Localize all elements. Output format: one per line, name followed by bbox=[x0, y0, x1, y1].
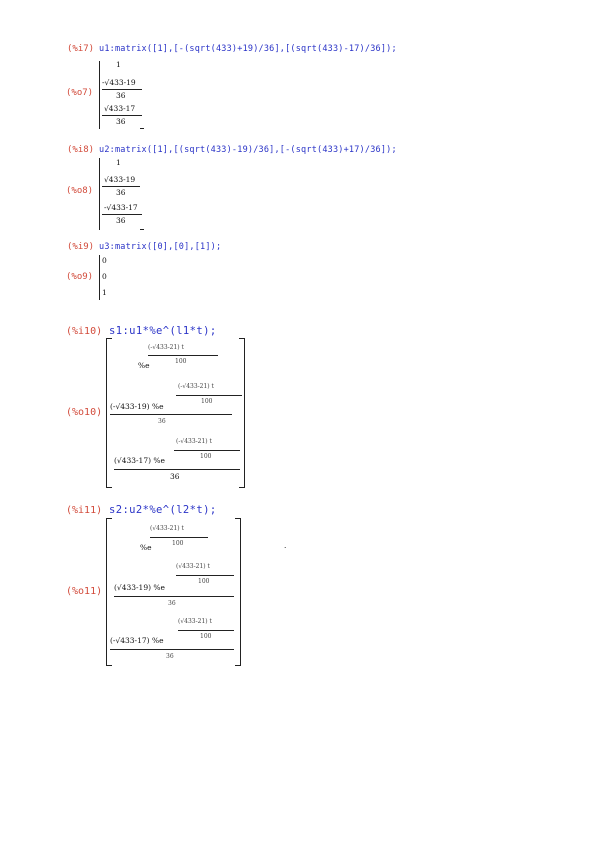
matrix-entry: 0 bbox=[102, 272, 107, 281]
matrix-right-bracket bbox=[235, 518, 241, 666]
input-command[interactable]: u2:matrix([1],[(sqrt(433)-19)/36],[-(sqr… bbox=[99, 145, 397, 155]
exponent-numerator: (√433-21) t bbox=[150, 525, 184, 532]
exponent-fraction-bar bbox=[148, 355, 218, 356]
fraction-denominator: 36 bbox=[116, 91, 126, 100]
fraction-bar bbox=[102, 115, 142, 116]
output-label: (%o9) bbox=[66, 272, 94, 282]
exponent-numerator: (√433-21) t bbox=[176, 563, 210, 570]
exponent-denominator: 100 bbox=[200, 453, 212, 460]
fraction-bar bbox=[110, 414, 232, 415]
input-command[interactable]: s2:u2*%e^(l2*t); bbox=[109, 504, 217, 516]
input-label: (%i11) bbox=[66, 505, 103, 516]
output-label: (%o10) bbox=[66, 407, 103, 418]
fraction-bar bbox=[114, 469, 240, 470]
coefficient-term: (-√433-19) %e bbox=[110, 402, 164, 411]
input-label: (%i7) bbox=[67, 44, 95, 54]
fraction-bar bbox=[102, 214, 142, 215]
fraction-bar bbox=[114, 596, 234, 597]
exponent-fraction-bar bbox=[174, 450, 240, 451]
fraction-bar bbox=[110, 649, 234, 650]
fraction-numerator: √433-19 bbox=[104, 175, 136, 184]
fraction-denominator: 36 bbox=[158, 418, 166, 425]
fraction-numerator: -√433-17 bbox=[104, 203, 138, 212]
matrix-left-bracket bbox=[106, 518, 112, 666]
matrix-left-bar bbox=[99, 61, 100, 129]
matrix-corner bbox=[140, 229, 144, 230]
exponent-denominator: 100 bbox=[200, 633, 212, 640]
input-label: (%i9) bbox=[67, 242, 95, 252]
fraction-numerator: √433-17 bbox=[104, 104, 136, 113]
exponent-numerator: (-√433-21) t bbox=[148, 344, 184, 351]
exponent-fraction-bar bbox=[176, 395, 242, 396]
exponent-numerator: (-√433-21) t bbox=[176, 438, 212, 445]
matrix-entry: 1 bbox=[116, 60, 121, 69]
stray-dot: · bbox=[284, 543, 287, 552]
fraction-numerator: -√433-19 bbox=[102, 78, 136, 87]
coefficient-term: (√433-19) %e bbox=[114, 583, 165, 592]
exponent-denominator: 100 bbox=[198, 578, 210, 585]
coefficient-term: (√433-17) %e bbox=[114, 456, 165, 465]
exponent-fraction-bar bbox=[176, 575, 234, 576]
output-label: (%o11) bbox=[66, 586, 103, 597]
matrix-left-bar bbox=[99, 255, 100, 300]
fraction-denominator: 36 bbox=[116, 117, 126, 126]
input-label: (%i8) bbox=[67, 145, 95, 155]
fraction-denominator: 36 bbox=[116, 188, 126, 197]
exponent-numerator: (-√433-21) t bbox=[178, 383, 214, 390]
fraction-bar bbox=[102, 186, 140, 187]
input-command[interactable]: u1:matrix([1],[-(sqrt(433)+19)/36],[(sqr… bbox=[99, 44, 397, 54]
exponential-base: %e bbox=[138, 361, 150, 370]
matrix-left-bracket bbox=[106, 338, 112, 488]
output-label: (%o8) bbox=[66, 186, 94, 196]
input-command[interactable]: u3:matrix([0],[0],[1]); bbox=[99, 242, 222, 252]
matrix-entry: 1 bbox=[116, 158, 121, 167]
input-label: (%i10) bbox=[66, 326, 103, 337]
matrix-entry: 1 bbox=[102, 288, 107, 297]
exponent-denominator: 100 bbox=[175, 358, 187, 365]
matrix-left-bar bbox=[99, 158, 100, 230]
input-command[interactable]: s1:u1*%e^(l1*t); bbox=[109, 325, 217, 337]
exponent-fraction-bar bbox=[178, 630, 234, 631]
fraction-denominator: 36 bbox=[116, 216, 126, 225]
exponential-base: %e bbox=[140, 543, 152, 552]
fraction-denominator: 36 bbox=[170, 472, 180, 481]
fraction-denominator: 36 bbox=[168, 600, 176, 607]
exponent-numerator: (√433-21) t bbox=[178, 618, 212, 625]
fraction-bar bbox=[102, 89, 142, 90]
coefficient-term: (-√433-17) %e bbox=[110, 636, 164, 645]
exponent-denominator: 100 bbox=[172, 540, 184, 547]
fraction-denominator: 36 bbox=[166, 653, 174, 660]
output-label: (%o7) bbox=[66, 88, 94, 98]
exponent-fraction-bar bbox=[150, 537, 208, 538]
exponent-denominator: 100 bbox=[201, 398, 213, 405]
matrix-right-bracket bbox=[239, 338, 245, 488]
matrix-corner bbox=[140, 128, 144, 129]
matrix-entry: 0 bbox=[102, 256, 107, 265]
